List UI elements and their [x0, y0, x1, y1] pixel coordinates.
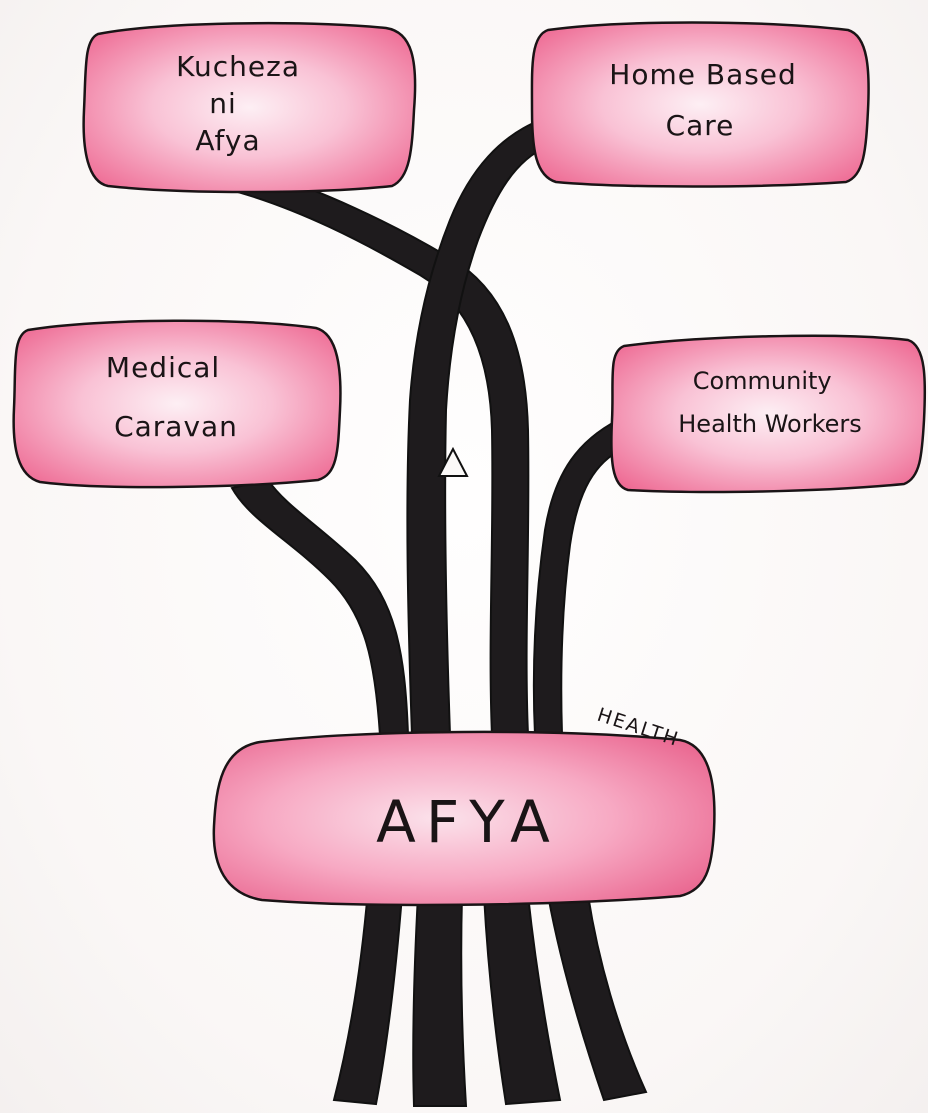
center-afya: AFYA — [212, 730, 716, 907]
kucheza-line-3: Afya — [195, 124, 260, 157]
kucheza-line-1: Kucheza — [176, 50, 300, 83]
triangle-icon — [437, 446, 469, 477]
root-3 — [482, 894, 562, 1106]
root-4 — [546, 894, 648, 1102]
kucheza-line-2: ni — [209, 87, 237, 120]
home-line-2: Care — [666, 109, 735, 142]
root-2 — [412, 894, 468, 1107]
node-home-based-care: Home Based Care — [530, 21, 870, 188]
stem-medical — [230, 478, 410, 736]
node-medical-caravan: Medical Caravan — [12, 319, 342, 489]
community-line-2: Health Workers — [678, 410, 862, 438]
node-kucheza: Kucheza ni Afya — [82, 21, 417, 194]
stem-community — [532, 418, 626, 736]
medical-line-1: Medical — [106, 351, 220, 384]
svg-text:Kucheza ni Afya: Kucheza ni Afya — [176, 50, 310, 157]
stems — [230, 116, 648, 1107]
svg-text:Community Health Worker: Community Health Workers — [678, 367, 862, 438]
root-1 — [332, 888, 404, 1106]
node-community-health-workers: Community Health Workers — [610, 334, 927, 494]
center-label: AFYA — [376, 788, 560, 856]
medical-line-2: Caravan — [114, 410, 238, 443]
home-line-1: Home Based — [609, 58, 797, 91]
svg-text:Medical Caravan: Medical Caravan — [106, 351, 238, 443]
svg-text:Home Based Care: Home Based Care — [609, 58, 806, 142]
community-line-1: Community — [693, 367, 832, 395]
